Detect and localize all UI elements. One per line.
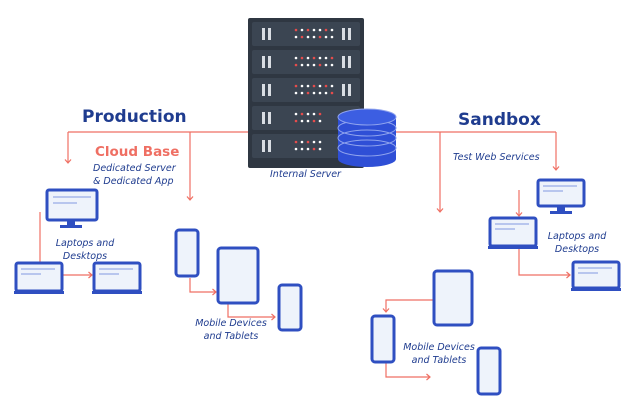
laptops-left-line1: Laptops and <box>55 238 115 249</box>
monitor-icon <box>14 261 64 294</box>
laptops-desktops-right-label: Laptops and Desktops <box>542 230 612 256</box>
tablet-icon <box>432 269 474 327</box>
laptops-desktops-left-label: Laptops and Desktops <box>40 237 130 263</box>
mobile-right-line1: Mobile Devices <box>403 342 475 353</box>
mobile-devices-right-label: Mobile Devices and Tablets <box>393 341 485 367</box>
laptops-right-line1: Laptops and <box>547 231 607 242</box>
laptops-left-line2: Desktops <box>62 251 108 262</box>
monitor-icon <box>45 188 99 228</box>
phone-icon <box>370 314 396 364</box>
internal-server-label: Internal Server <box>270 169 341 180</box>
database-icon <box>337 108 397 167</box>
mobile-right-line2: and Tablets <box>411 355 467 366</box>
phone-icon <box>277 283 303 332</box>
phone-icon <box>174 228 200 278</box>
server-unit <box>252 22 360 46</box>
test-web-services-label: Test Web Services <box>453 152 540 163</box>
laptop-icon <box>571 260 621 291</box>
dedicated-label-line1: Dedicated Server <box>93 163 176 174</box>
laptops-right-line2: Desktops <box>554 244 600 255</box>
server-unit <box>252 50 360 74</box>
mobile-devices-left-label: Mobile Devices and Tablets <box>185 317 277 343</box>
dedicated-label-line2: & Dedicated App <box>93 176 174 187</box>
laptop-icon <box>92 261 142 294</box>
dedicated-label: Dedicated Server & Dedicated App <box>93 162 176 188</box>
server-unit <box>252 78 360 102</box>
server-unit <box>252 106 360 130</box>
sandbox-title: Sandbox <box>458 110 541 130</box>
cloud-base-label: Cloud Base <box>95 144 180 160</box>
mobile-left-line2: and Tablets <box>203 331 259 342</box>
laptop-icon <box>488 216 538 249</box>
production-title: Production <box>82 107 187 127</box>
phone-icon <box>476 346 502 396</box>
mobile-left-line1: Mobile Devices <box>195 318 267 329</box>
server-rack-icon <box>248 18 364 168</box>
server-unit <box>252 134 360 158</box>
tablet-icon <box>216 246 260 305</box>
monitor-icon <box>536 178 586 214</box>
